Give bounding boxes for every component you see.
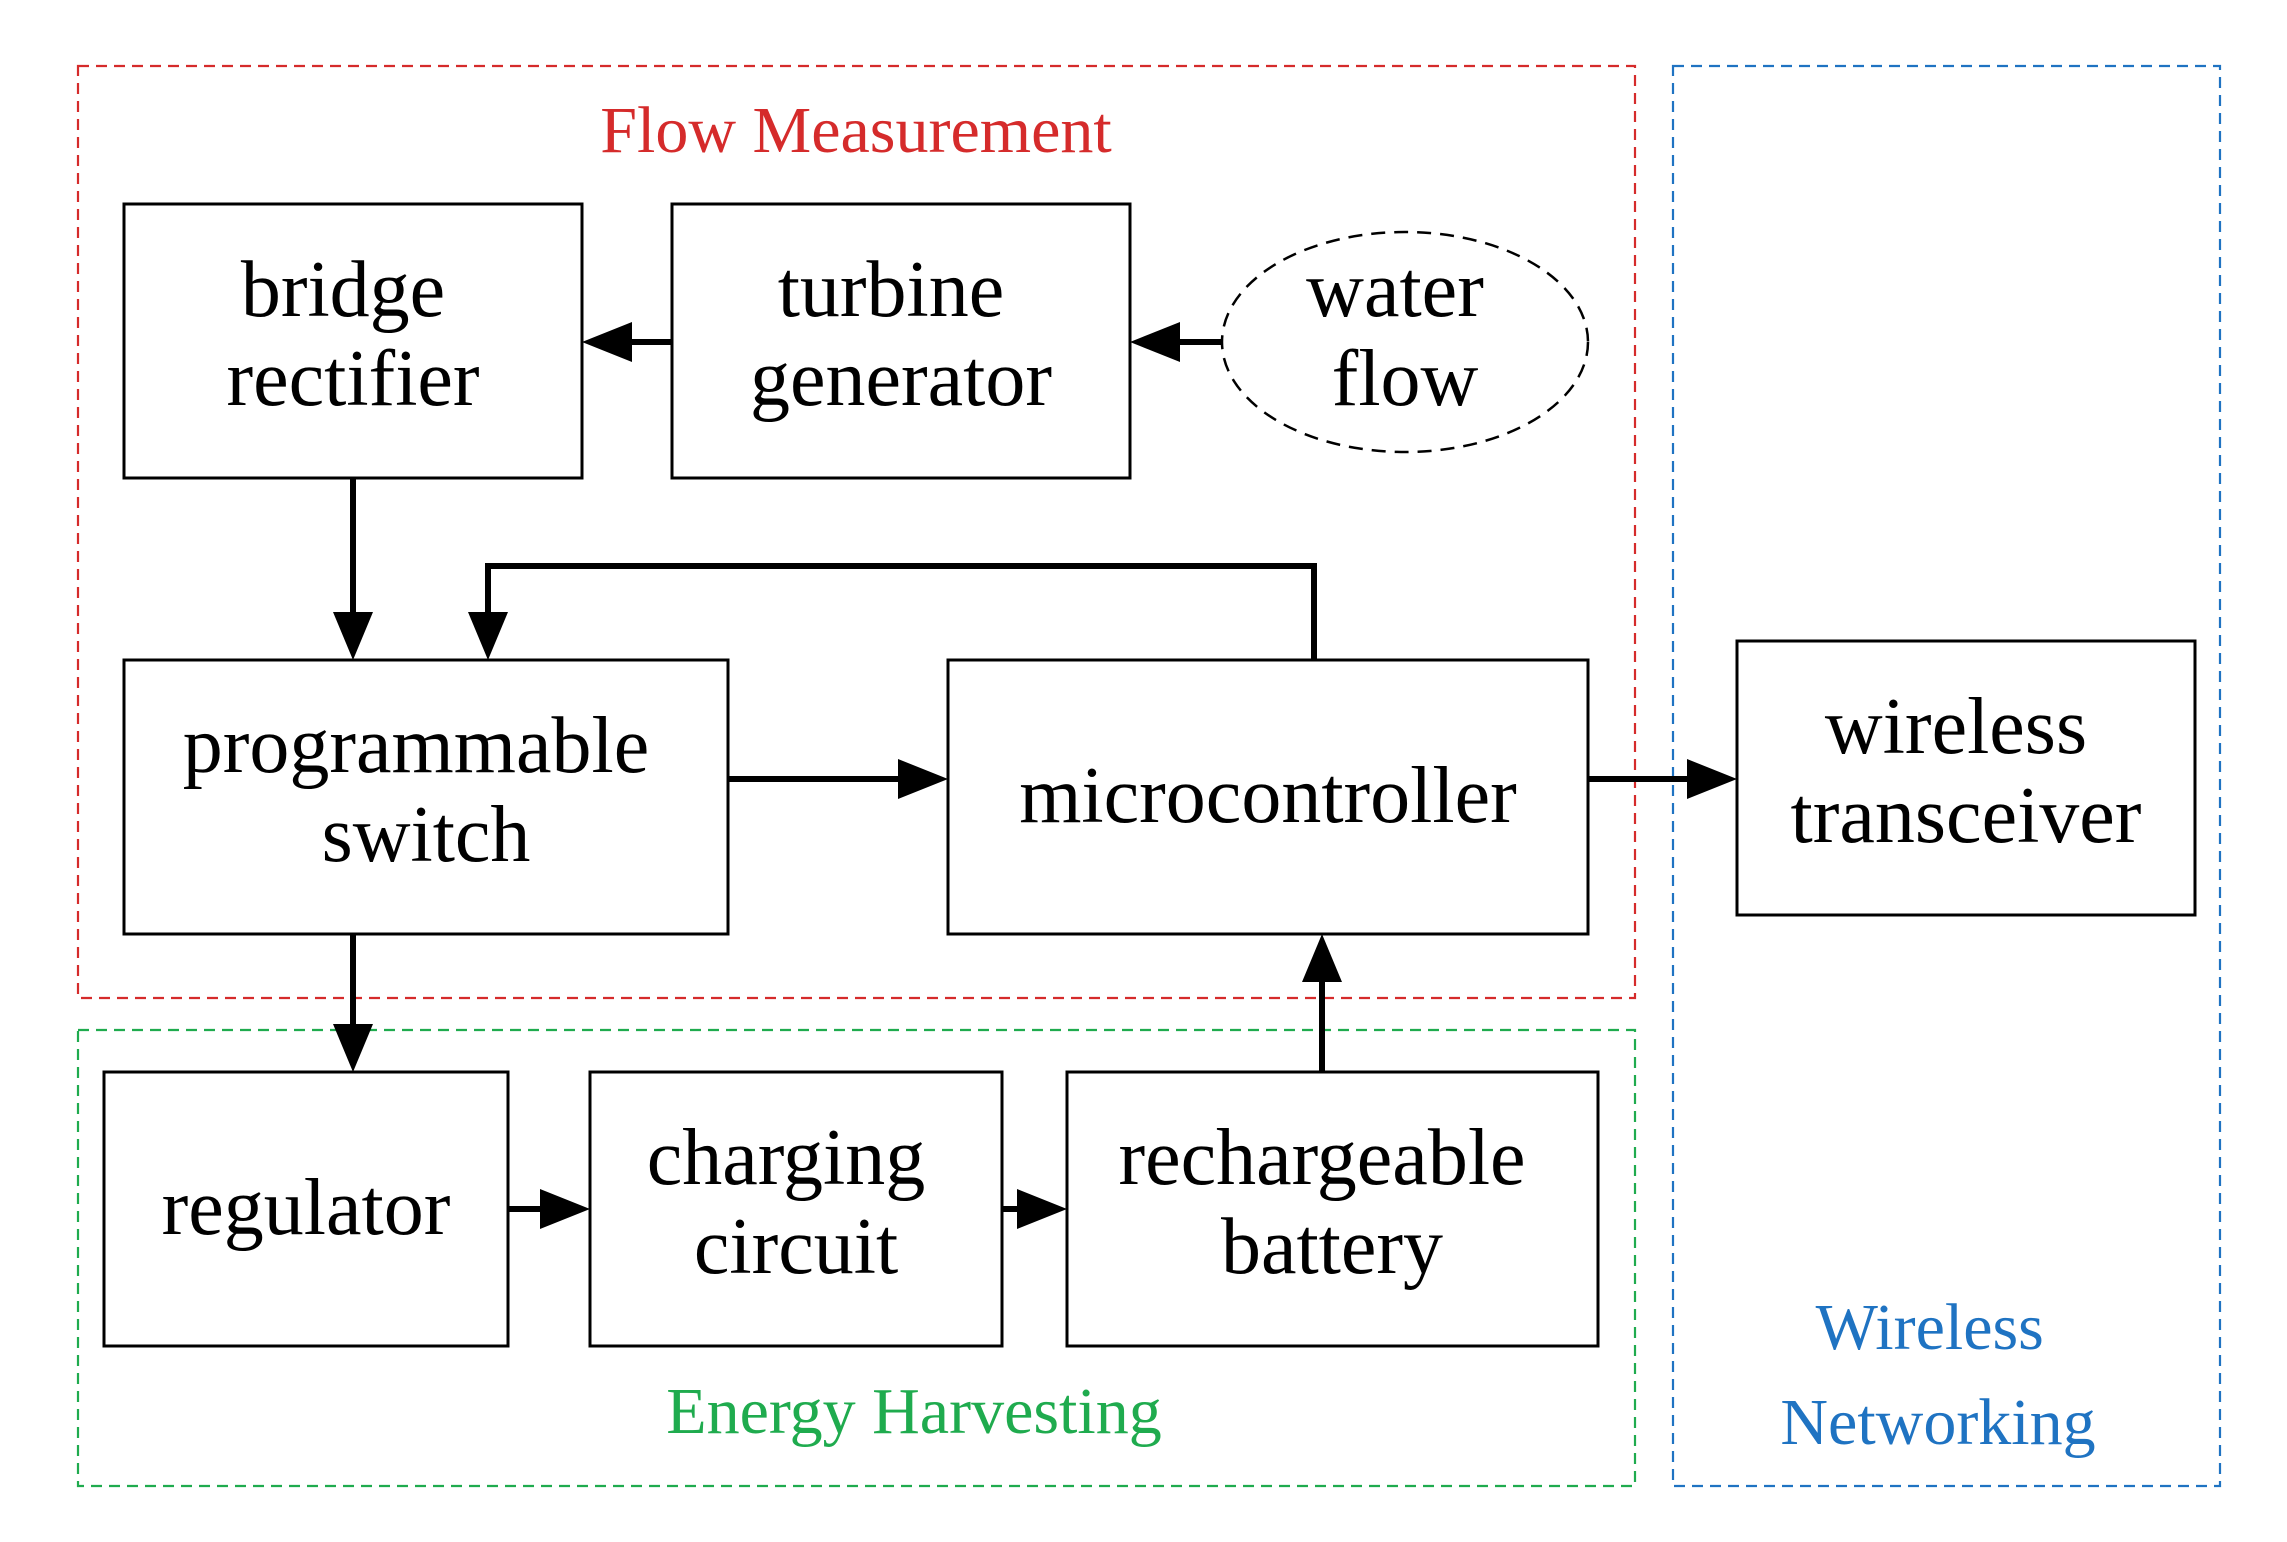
arrow-microcontroller-to-wireless-transceiver xyxy=(1588,759,1737,799)
programmable-switch-block xyxy=(122,658,730,936)
rechargeable-battery-label-line-2: battery xyxy=(1221,1203,1443,1291)
bridge-rectifier-block xyxy=(122,202,584,480)
programmable-switch-label-line-1: programmable xyxy=(183,702,649,790)
arrow-rechargeable-battery-to-microcontroller xyxy=(1302,934,1342,1072)
turbine-generator-label-line-2: generator xyxy=(750,335,1052,423)
regulator-label: regulator xyxy=(162,1164,451,1252)
programmable-switch-label: programmable switch xyxy=(183,702,669,879)
bridge-rectifier-label-line-1: bridge xyxy=(241,246,445,334)
wireless-transceiver-block xyxy=(1735,639,2197,917)
rechargeable-battery-label: rechargeable battery xyxy=(1118,1114,1545,1291)
wireless-transceiver-label-line-1: wireless xyxy=(1825,683,2087,771)
energy-harvesting-region xyxy=(76,1028,1637,1488)
microcontroller-block xyxy=(946,658,1590,936)
microcontroller-label: microcontroller xyxy=(1019,752,1517,840)
water-flow-label-line-2: flow xyxy=(1332,335,1479,423)
arrow-turbine-generator-to-bridge-rectifier xyxy=(582,322,672,362)
energy-harvesting-label: Energy Harvesting xyxy=(666,1375,1161,1448)
flow-measurement-region xyxy=(76,64,1637,1000)
charging-circuit-label-line-2: circuit xyxy=(694,1203,898,1291)
arrow-charging-circuit-to-rechargeable-battery xyxy=(1002,1189,1067,1229)
turbine-generator-label: turbine generator xyxy=(750,246,1052,423)
water-flow-label-line-1: water xyxy=(1306,246,1484,334)
arrow-microcontroller-feedback-to-programmable-switch xyxy=(468,563,1317,660)
arrow-programmable-switch-to-regulator xyxy=(333,934,373,1072)
bridge-rectifier-label: bridge rectifier xyxy=(226,246,479,423)
programmable-switch-label-line-2: switch xyxy=(322,791,531,879)
wireless-transceiver-label-line-2: transceiver xyxy=(1791,772,2142,860)
turbine-generator-block xyxy=(670,202,1132,480)
arrow-water-flow-to-turbine-generator xyxy=(1130,322,1222,362)
wireless-networking-label: Wireless Networking xyxy=(1780,1291,2095,1459)
rechargeable-battery-block xyxy=(1065,1070,1600,1348)
wireless-transceiver-label: wireless transceiver xyxy=(1791,683,2142,860)
charging-circuit-block xyxy=(588,1070,1004,1348)
arrow-programmable-switch-to-microcontroller xyxy=(728,759,948,799)
flow-measurement-label: Flow Measurement xyxy=(600,94,1111,167)
charging-circuit-label: charging circuit xyxy=(647,1114,945,1291)
wireless-networking-label-line-2: Networking xyxy=(1780,1386,2095,1459)
bridge-rectifier-label-line-2: rectifier xyxy=(226,335,479,423)
water-flow-label: water flow xyxy=(1306,246,1504,423)
arrow-bridge-rectifier-to-programmable-switch xyxy=(333,478,373,660)
arrow-regulator-to-charging-circuit xyxy=(508,1189,590,1229)
wireless-networking-label-line-1: Wireless xyxy=(1816,1291,2044,1364)
rechargeable-battery-label-line-1: rechargeable xyxy=(1118,1114,1525,1202)
regulator-block xyxy=(102,1070,510,1348)
charging-circuit-label-line-1: charging xyxy=(647,1114,925,1202)
turbine-generator-label-line-1: turbine xyxy=(778,246,1005,334)
